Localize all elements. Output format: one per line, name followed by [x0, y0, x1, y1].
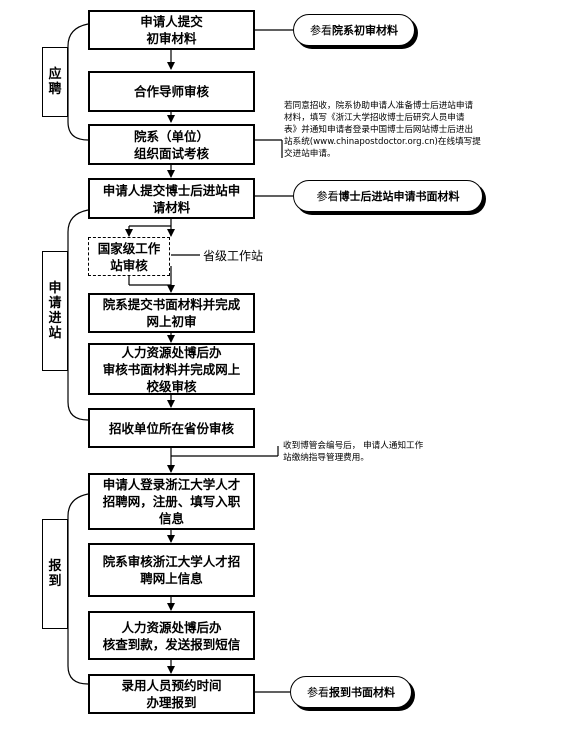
phase-label-report: 报 到: [42, 519, 68, 629]
note-entry-application: 若同意招收，院系协助申请人准备博士后进站申请 材料，填写《浙江大学招收博士后研究…: [284, 101, 481, 159]
ref-prefix: 参看: [310, 24, 332, 37]
ref-initial-materials: 参看 院系初审材料: [293, 14, 415, 46]
ref-document-name: 报到书面材料: [329, 686, 395, 699]
ref-prefix: 参看: [307, 686, 329, 699]
phase-label-apply: 应 聘: [42, 47, 68, 117]
step-hr-verify-payment: 人力资源处博后办 核查到款，发送报到短信: [88, 611, 255, 660]
step-department-verify-info: 院系审核浙江大学人才招 聘网上信息: [88, 543, 255, 597]
step-submit-initial-materials: 申请人提交 初审材料: [88, 10, 255, 50]
ref-entry-materials: 参看 博士后进站申请书面材料: [293, 180, 483, 212]
step-supervisor-review: 合作导师审核: [88, 71, 255, 112]
ref-report-materials: 参看 报到书面材料: [290, 676, 412, 708]
ref-document-name: 院系初审材料: [332, 24, 398, 37]
note-management-fee: 收到博管会编号后， 申请人通知工作 站缴纳指导管理费用。: [283, 441, 424, 463]
ref-prefix: 参看: [316, 190, 339, 203]
step-department-online-review: 院系提交书面材料并完成 网上初审: [88, 293, 255, 333]
step-book-report: 录用人员预约时间 办理报到: [88, 674, 255, 714]
step-provincial-review: 招收单位所在省份审核: [88, 408, 255, 448]
step-register-talent-website: 申请人登录浙江大学人才 招聘网，注册、填写入职 信息: [88, 473, 255, 530]
ref-document-name: 博士后进站申请书面材料: [338, 190, 460, 203]
label-provincial-station: 省级工作站: [203, 249, 264, 263]
step-submit-entry-application: 申请人提交博士后进站申 请材料: [88, 178, 255, 219]
step-hr-postdoc-office-review: 人力资源处博后办 审核书面材料并完成网上 校级审核: [88, 343, 255, 395]
step-department-interview: 院系（单位） 组织面试考核: [88, 124, 255, 165]
step-national-station-review: 国家级工作 站审核: [88, 237, 170, 276]
phase-label-entry: 申 请 进 站: [42, 251, 68, 371]
